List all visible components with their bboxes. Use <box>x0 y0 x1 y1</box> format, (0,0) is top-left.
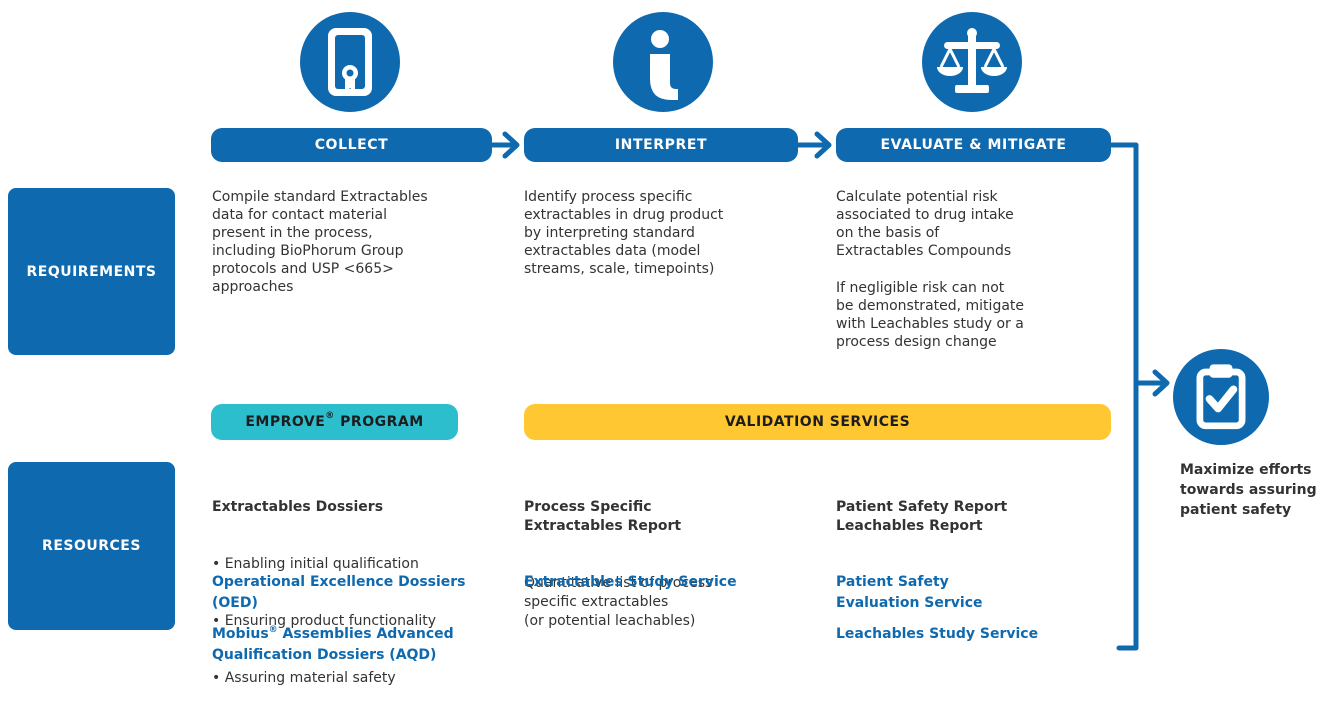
mobius-suffix: Assemblies Advanced Qualification Dossie… <box>212 626 454 663</box>
arrow-interpret-to-evaluate <box>795 131 832 159</box>
patient-safety-reports-title: Patient Safety Report Leachables Report <box>836 499 1008 534</box>
arrow-to-outcome <box>1133 369 1170 397</box>
step-collect-label: COLLECT <box>314 137 389 153</box>
oed-service-link: Operational Excellence Dossiers (OED) <box>212 574 466 611</box>
requirement-interpret-text: Identify process specific extractables i… <box>524 189 724 277</box>
clipboard-check-icon <box>1173 349 1269 445</box>
step-collect: COLLECT <box>211 128 492 162</box>
evaluate-resources: Patient Safety Report Leachables Report <box>836 460 1007 555</box>
mobius-aqd-service-link: Mobius® Assemblies Advanced Qualificatio… <box>212 624 454 666</box>
resources-row-label: RESOURCES <box>8 462 175 630</box>
requirements-label: REQUIREMENTS <box>26 263 157 280</box>
mobius-name: Mobius <box>212 626 269 642</box>
process-specific-report-description: Quantitative list of process specific ex… <box>524 575 713 629</box>
bracket-line <box>1108 142 1139 651</box>
step-evaluate-label: EVALUATE & MITIGATE <box>880 137 1067 153</box>
emprove-name: EMPROVE <box>245 414 326 430</box>
resources-label: RESOURCES <box>42 538 141 554</box>
info-icon <box>613 12 713 112</box>
emprove-suffix: PROGRAM <box>334 414 424 430</box>
extractables-dossiers-title: Extractables Dossiers <box>212 499 384 515</box>
emprove-program-pill: EMPROVE® PROGRAM <box>211 404 458 440</box>
step-evaluate-mitigate: EVALUATE & MITIGATE <box>836 128 1111 162</box>
extractables-study-service-link: Extractables Study Service <box>524 574 737 590</box>
requirement-mitigate-text: If negligible risk can not be demonstrat… <box>836 280 1025 350</box>
outcome-text: Maximize efforts towards assuring patien… <box>1180 462 1317 518</box>
requirement-evaluate-text: Calculate potential risk associated to d… <box>836 189 1014 259</box>
certificate-document-icon <box>300 12 400 112</box>
patient-safety-evaluation-service-link: Patient Safety Evaluation Service <box>836 574 983 611</box>
bullet-item: • Ensuring product functionality <box>212 613 437 629</box>
validation-services-label: VALIDATION SERVICES <box>724 414 911 430</box>
step-interpret: INTERPRET <box>524 128 798 162</box>
step-interpret-label: INTERPRET <box>614 137 708 153</box>
leachables-study-service-link: Leachables Study Service <box>836 626 1039 642</box>
validation-services-pill: VALIDATION SERVICES <box>524 404 1111 440</box>
scales-icon <box>922 12 1022 112</box>
emprove-resources: Extractables Dossiers • Enabling initial… <box>212 460 436 707</box>
bullet-item: • Assuring material safety <box>212 670 396 686</box>
bullet-item: • Enabling initial qualification <box>212 556 419 572</box>
interpret-resources: Process Specific Extractables Report Qua… <box>524 460 712 650</box>
registered-mark: ® <box>268 625 278 635</box>
page: { "colors": { "primary_blue": "#0f69af",… <box>8 12 1317 686</box>
process-specific-report-title: Process Specific Extractables Report <box>524 499 682 534</box>
requirement-collect-text: Compile standard Extractables data for c… <box>212 189 428 295</box>
requirements-row-label: REQUIREMENTS <box>8 188 175 355</box>
arrow-collect-to-interpret <box>489 131 520 159</box>
